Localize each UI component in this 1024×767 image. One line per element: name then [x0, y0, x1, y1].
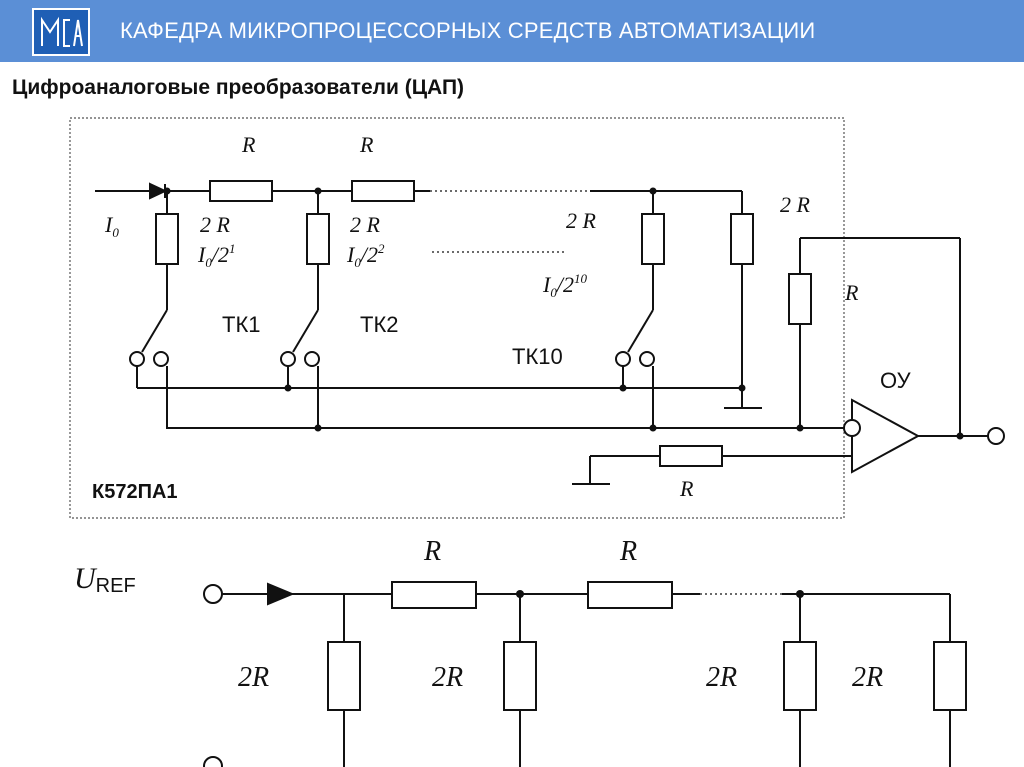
- current3-label: I0/210: [542, 271, 587, 300]
- shunt-r1-label: 2R: [238, 662, 269, 693]
- input-terminal: [203, 584, 223, 604]
- branch-resistor-2: [306, 213, 330, 265]
- chip-label: К572ПА1: [92, 481, 178, 503]
- logo-glyph: [41, 16, 83, 47]
- terminating-resistor: [730, 213, 754, 265]
- inverting-input: [843, 419, 861, 437]
- feedback-r-label: R: [844, 280, 859, 305]
- feedback-resistor: [788, 273, 812, 325]
- current1-label: I0/21: [197, 241, 235, 270]
- term-r-label: 2 R: [780, 192, 811, 217]
- shunt-resistor-4: [933, 641, 967, 711]
- opamp-label: ОУ: [880, 368, 912, 393]
- switch-blade-3: [627, 309, 654, 353]
- department-title: КАФЕДРА МИКРОПРОЦЕССОРНЫХ СРЕДСТВ АВТОМА…: [120, 18, 816, 43]
- branch-r2-label: 2 R: [350, 212, 381, 237]
- branch-r1-label: 2 R: [200, 212, 231, 237]
- opamp-triangle: [851, 398, 921, 474]
- ladder-r1-label: R: [423, 536, 441, 567]
- switch-blade-2: [292, 309, 319, 353]
- branch-r3-label: 2 R: [566, 208, 597, 233]
- ladder-arrow-icon: [267, 582, 295, 606]
- r2r-ladder-circuit: [203, 581, 967, 767]
- input-arrow-icon: [149, 182, 168, 200]
- branch-resistor-1: [155, 213, 179, 265]
- shunt-r3-label: 2R: [706, 662, 737, 693]
- series-r2-label: R: [359, 132, 374, 157]
- switch2-label: ТК2: [360, 312, 399, 337]
- ground-terminal: [203, 756, 223, 767]
- current-label: I0: [104, 212, 119, 240]
- header-bar: КАФЕДРА МИКРОПРОЦЕССОРНЫХ СРЕДСТВ АВТОМА…: [0, 0, 1024, 62]
- series-resistor-1: [209, 180, 273, 202]
- chip-boundary: [69, 117, 845, 519]
- switch-blade-1: [141, 309, 168, 353]
- shunt-r4-label: 2R: [852, 662, 883, 693]
- ladder-series-resistor-2: [587, 581, 673, 609]
- current2-label: I0/22: [346, 241, 385, 270]
- shunt-resistor-2: [503, 641, 537, 711]
- ladder-r2-label: R: [619, 536, 637, 567]
- series-r1-label: R: [241, 132, 256, 157]
- switch3-label: ТК10: [512, 344, 563, 369]
- shunt-resistor-1: [327, 641, 361, 711]
- branch-resistor-3: [641, 213, 665, 265]
- department-logo: [32, 8, 90, 56]
- series-resistor-2: [351, 180, 415, 202]
- junction-dots-top: [163, 187, 964, 440]
- ladder-series-resistor-1: [391, 581, 477, 609]
- shunt-r2-label: 2R: [432, 662, 463, 693]
- shunt-resistor-3: [783, 641, 817, 711]
- page-title: Цифроаналоговые преобразователи (ЦАП): [12, 76, 465, 99]
- bottom-r-label: R: [679, 476, 694, 501]
- output-terminal: [987, 427, 1005, 445]
- bottom-resistor: [659, 445, 723, 467]
- switch-contacts: [129, 351, 655, 367]
- uref-label: UREF: [74, 562, 136, 597]
- junction-dots-bottom: [516, 590, 804, 598]
- switch1-label: ТК1: [222, 312, 261, 337]
- dac-chip-circuit: [69, 117, 1005, 519]
